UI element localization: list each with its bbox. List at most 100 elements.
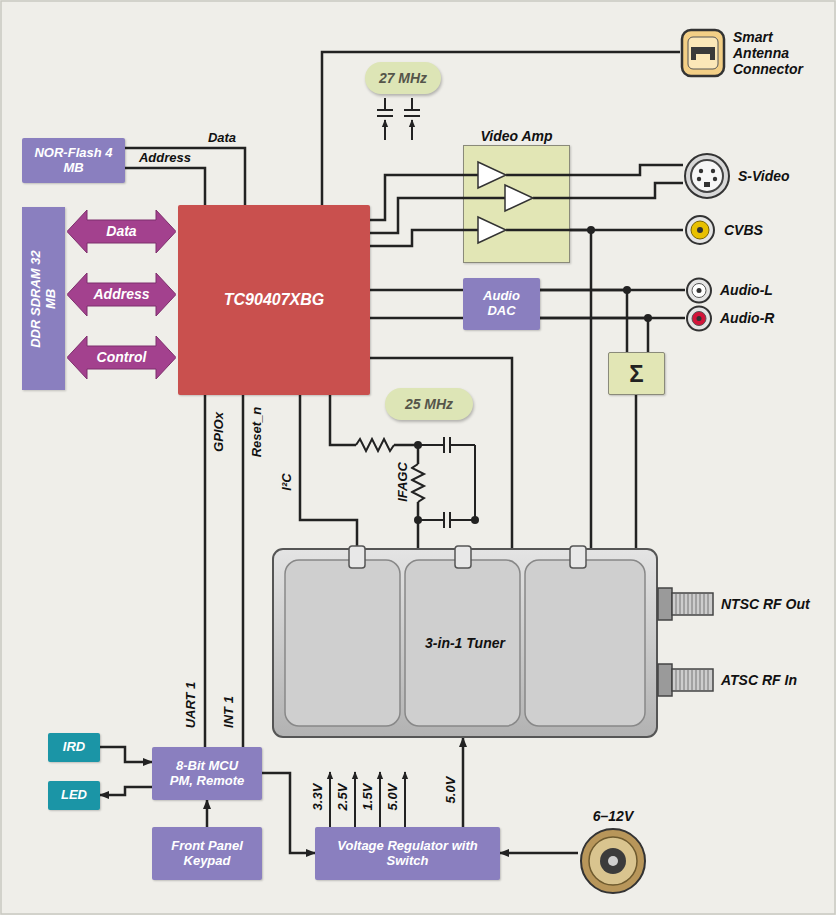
signal-name: IFAGC — [396, 460, 411, 504]
thread-line — [676, 670, 677, 690]
wire — [463, 229, 478, 232]
signal-name: 1.5V — [361, 782, 376, 813]
node-label: Video Amp — [463, 128, 570, 144]
node-label: Audio-R — [720, 310, 774, 326]
node-label: TC90407XBG — [224, 291, 325, 309]
jack-icon — [683, 152, 731, 200]
jack-icon — [685, 277, 713, 304]
amplifier-triangle — [505, 185, 533, 211]
node-label: CVBS — [724, 222, 763, 238]
node-label: S-Video — [738, 168, 790, 184]
signal-wire — [500, 852, 578, 855]
icon-part — [600, 848, 626, 874]
connector-socket — [691, 47, 715, 60]
clock-pill: 25 MHz — [385, 388, 473, 420]
signal-name: GPIOx — [212, 410, 227, 454]
signal-wire — [242, 395, 245, 747]
thread-line — [704, 670, 705, 690]
wire — [533, 197, 570, 200]
supply-arrow — [404, 772, 406, 827]
rf-connector: ATSC RF In — [658, 662, 797, 698]
bus-arrow: Control — [67, 336, 176, 379]
node-label: Address — [93, 286, 149, 302]
wire — [463, 197, 505, 200]
thread-line — [708, 670, 709, 690]
thread-line — [696, 594, 697, 614]
node-label: ATSC RF In — [721, 672, 797, 688]
icon-part — [697, 177, 701, 181]
signal-name: Reset_n — [250, 405, 265, 460]
icon-part — [713, 177, 717, 181]
node-label: Smart Antenna Connector — [733, 29, 819, 77]
icon-part — [697, 288, 702, 293]
thread-line — [692, 670, 693, 690]
wire — [463, 174, 478, 177]
icon-part — [687, 279, 711, 303]
node-label: IRD — [63, 740, 85, 755]
signal-wire — [125, 168, 205, 205]
signal-wire — [370, 317, 463, 320]
keypad-box: Front Panel Keypad — [152, 827, 262, 880]
junction-dot — [471, 516, 479, 524]
double-arrow — [67, 210, 176, 253]
wire — [384, 98, 386, 110]
resistor-ground — [356, 437, 394, 453]
arrow-line — [384, 120, 386, 140]
jack-icon — [658, 662, 714, 698]
tuner-can — [273, 549, 657, 737]
thread-line — [680, 594, 681, 614]
jack-icon — [658, 586, 714, 622]
antenna-connector: Smart Antenna Connector — [680, 28, 819, 78]
junction-dot — [414, 441, 422, 449]
signal-name: I²C — [280, 471, 295, 492]
junction-dot — [644, 314, 652, 322]
thread-line — [680, 670, 681, 690]
connector-body — [672, 669, 713, 691]
icon-part — [711, 169, 715, 173]
supply-arrow — [329, 772, 331, 827]
icon-part — [686, 216, 714, 244]
amplifier-triangle — [478, 217, 506, 243]
icon-part — [589, 837, 637, 885]
svideo-jack: S-Video — [683, 152, 790, 200]
tuner-tab — [349, 546, 365, 568]
node-label: 6–12V — [593, 808, 633, 824]
resistor-symbol — [412, 464, 424, 502]
node-label: Σ — [629, 360, 643, 388]
jack-icon — [685, 305, 713, 332]
signal-name: 3.3V — [311, 782, 326, 813]
capacitor-plate — [377, 115, 393, 117]
resistor-ground — [410, 464, 426, 502]
signal-wire — [262, 773, 315, 853]
thread-line — [688, 594, 689, 614]
signal-wire — [570, 183, 683, 198]
supply-arrow — [379, 772, 381, 827]
signal-name: 2.5V — [336, 782, 351, 813]
io-box: IRD — [48, 733, 100, 762]
icon-part — [691, 221, 709, 239]
jack-icon — [683, 214, 717, 246]
node-label: DDR SDRAM 32 MB — [29, 249, 59, 349]
connector-housing — [682, 30, 724, 76]
tuner-tab — [570, 546, 586, 568]
wire — [506, 229, 570, 232]
thread-line — [696, 670, 697, 690]
capacitor-plate — [443, 512, 445, 528]
jack-icon — [578, 826, 648, 896]
signal-name: 5.0V — [444, 775, 459, 806]
jack-icon — [680, 28, 726, 78]
icon-part — [692, 284, 706, 298]
arrow-line — [411, 120, 413, 140]
signal-wire — [570, 230, 591, 548]
connector-body — [672, 593, 713, 615]
memory-box: NOR-Flash 4 MB — [22, 138, 125, 183]
clock-pill: 27 MHz — [365, 62, 441, 94]
crystal-capacitor — [404, 98, 420, 140]
junction-dot — [623, 286, 631, 294]
soc-chip: TC90407XBG — [178, 205, 370, 395]
node-label: 8-Bit MCU PM, Remote — [165, 759, 250, 789]
signal-wire — [300, 395, 357, 548]
io-box: LED — [48, 781, 100, 810]
wire — [411, 98, 413, 110]
